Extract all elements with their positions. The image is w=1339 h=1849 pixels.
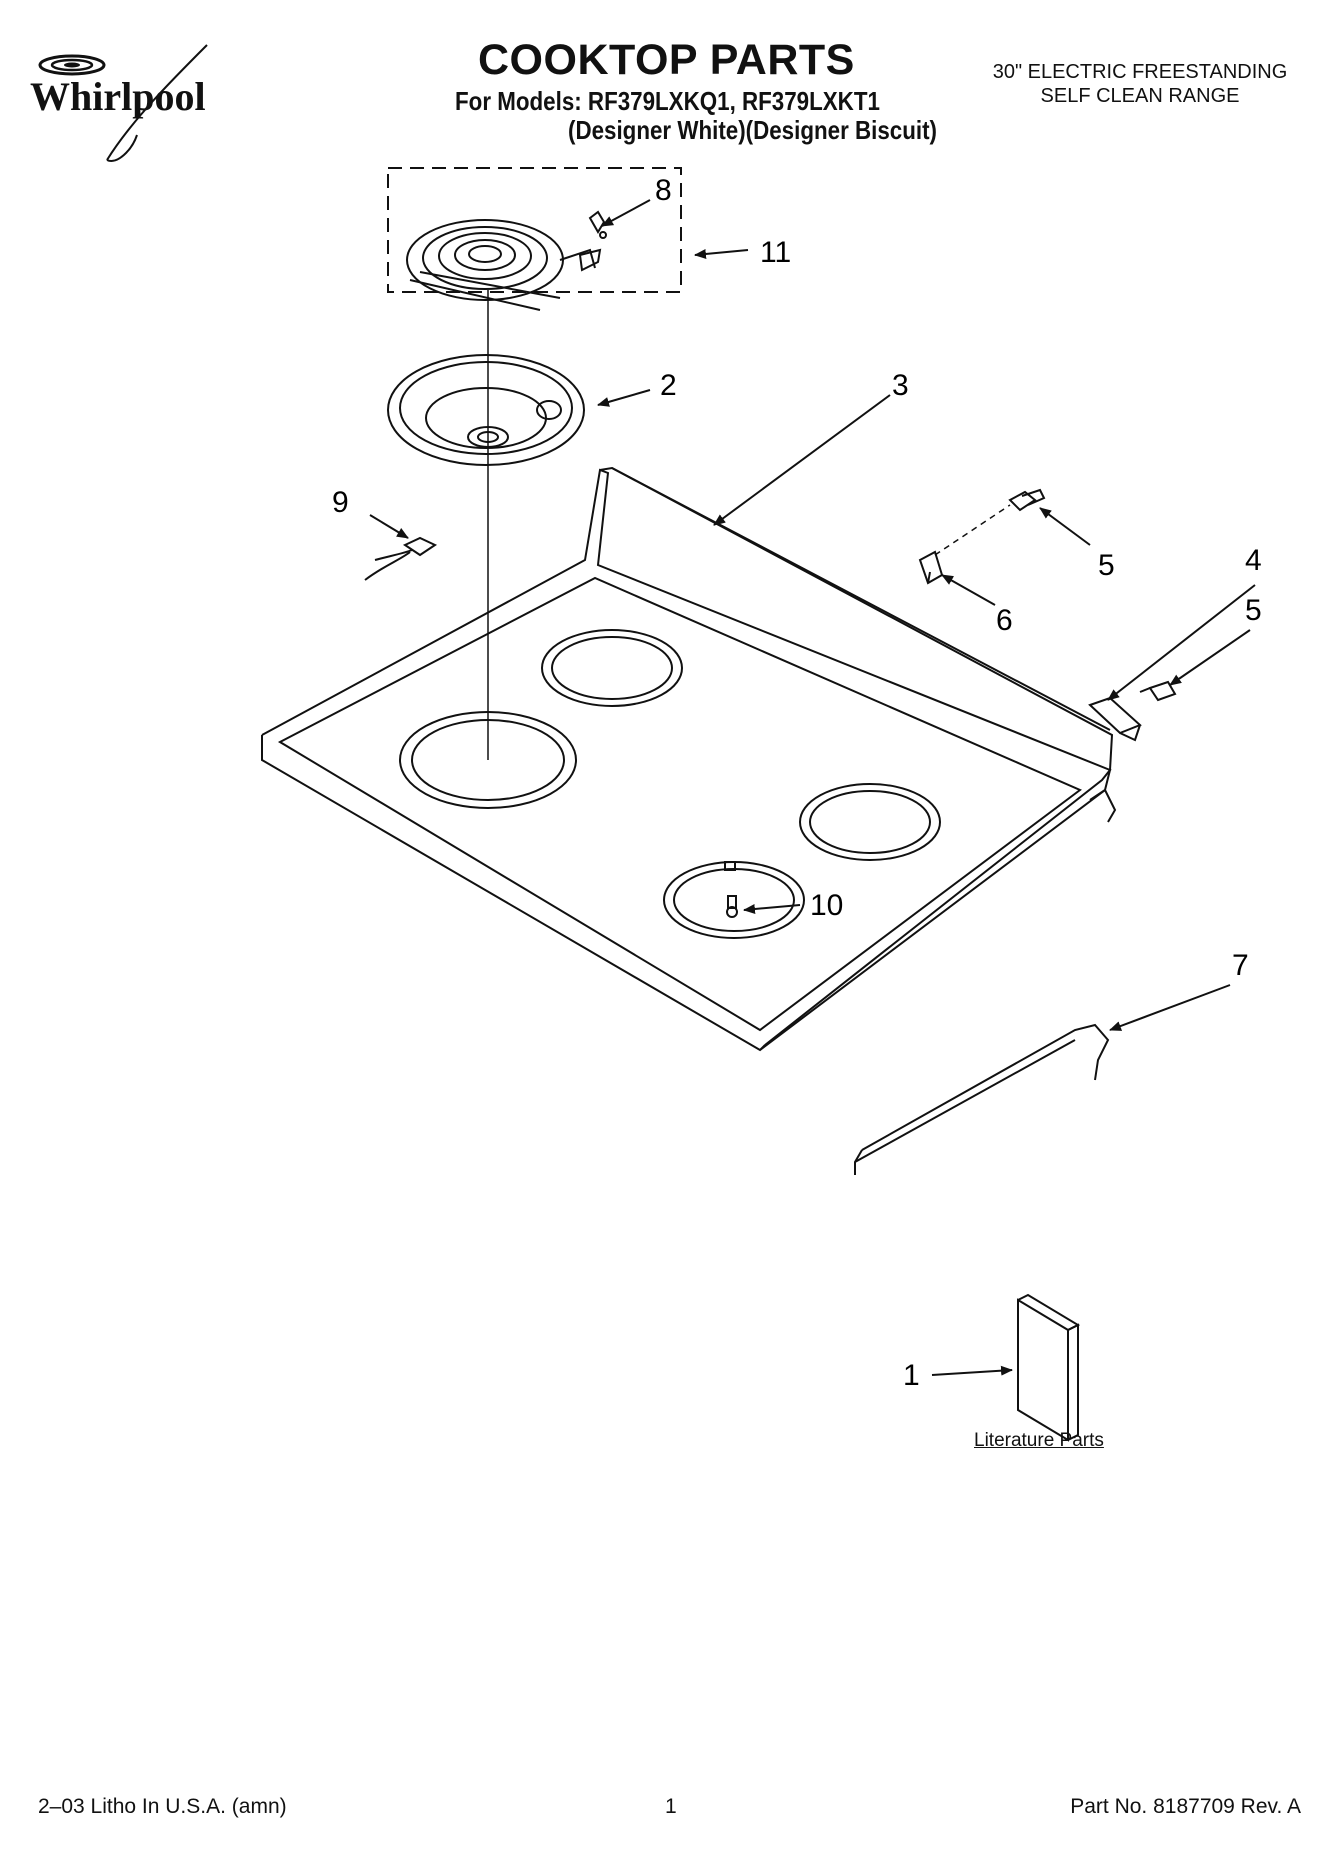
burner-opening-left-rear [541, 629, 683, 707]
support-rod [854, 1023, 1110, 1175]
burner-opening-right-front [663, 861, 805, 939]
burner-opening-left-front [399, 711, 577, 809]
whirlpool-logo: Whirlpool [30, 44, 208, 162]
page-title: COOKTOP PARTS [478, 36, 855, 84]
model-numbers: For Models: RF379LXKQ1, RF379LXKT1 [455, 86, 880, 116]
range-type-line2: SELF CLEAN RANGE [1040, 85, 1240, 107]
mounting-clip [918, 550, 944, 585]
logo-text: Whirlpool [30, 74, 206, 119]
literature-booklet [1017, 1293, 1081, 1442]
bracket [1088, 696, 1142, 742]
screw-upper [1008, 488, 1046, 512]
callout-6: 6 [996, 604, 1013, 637]
callout-1: 1 [903, 1359, 920, 1392]
cooktop-panel [261, 466, 1117, 1052]
model-finishes: (Designer White)(Designer Biscuit) [568, 115, 937, 145]
callout-9: 9 [332, 486, 349, 519]
drip-bowl [387, 354, 585, 466]
callout-8: 8 [655, 174, 672, 207]
footer-part-number: Part No. 8187709 Rev. A [1070, 1795, 1301, 1818]
screw-lower [1139, 680, 1177, 702]
callout-4: 4 [1245, 544, 1262, 577]
callout-11: 11 [760, 236, 791, 269]
callout-3: 3 [892, 369, 909, 402]
callout-2: 2 [660, 369, 677, 402]
callout-5-lower: 5 [1245, 594, 1262, 627]
burner-opening-right-rear [799, 783, 941, 861]
callout-5-upper: 5 [1098, 549, 1115, 582]
surface-element-coil [406, 219, 596, 311]
range-type-line1: 30" ELECTRIC FREESTANDING [992, 61, 1288, 83]
literature-parts-label: Literature Parts [974, 1430, 1104, 1451]
callout-7: 7 [1232, 949, 1249, 982]
footer-litho: 2–03 Litho In U.S.A. (amn) [38, 1795, 287, 1818]
footer-page-number: 1 [665, 1795, 677, 1818]
callout-10: 10 [810, 889, 843, 922]
wire-harness [364, 536, 438, 581]
receptacle-clip [588, 210, 606, 234]
